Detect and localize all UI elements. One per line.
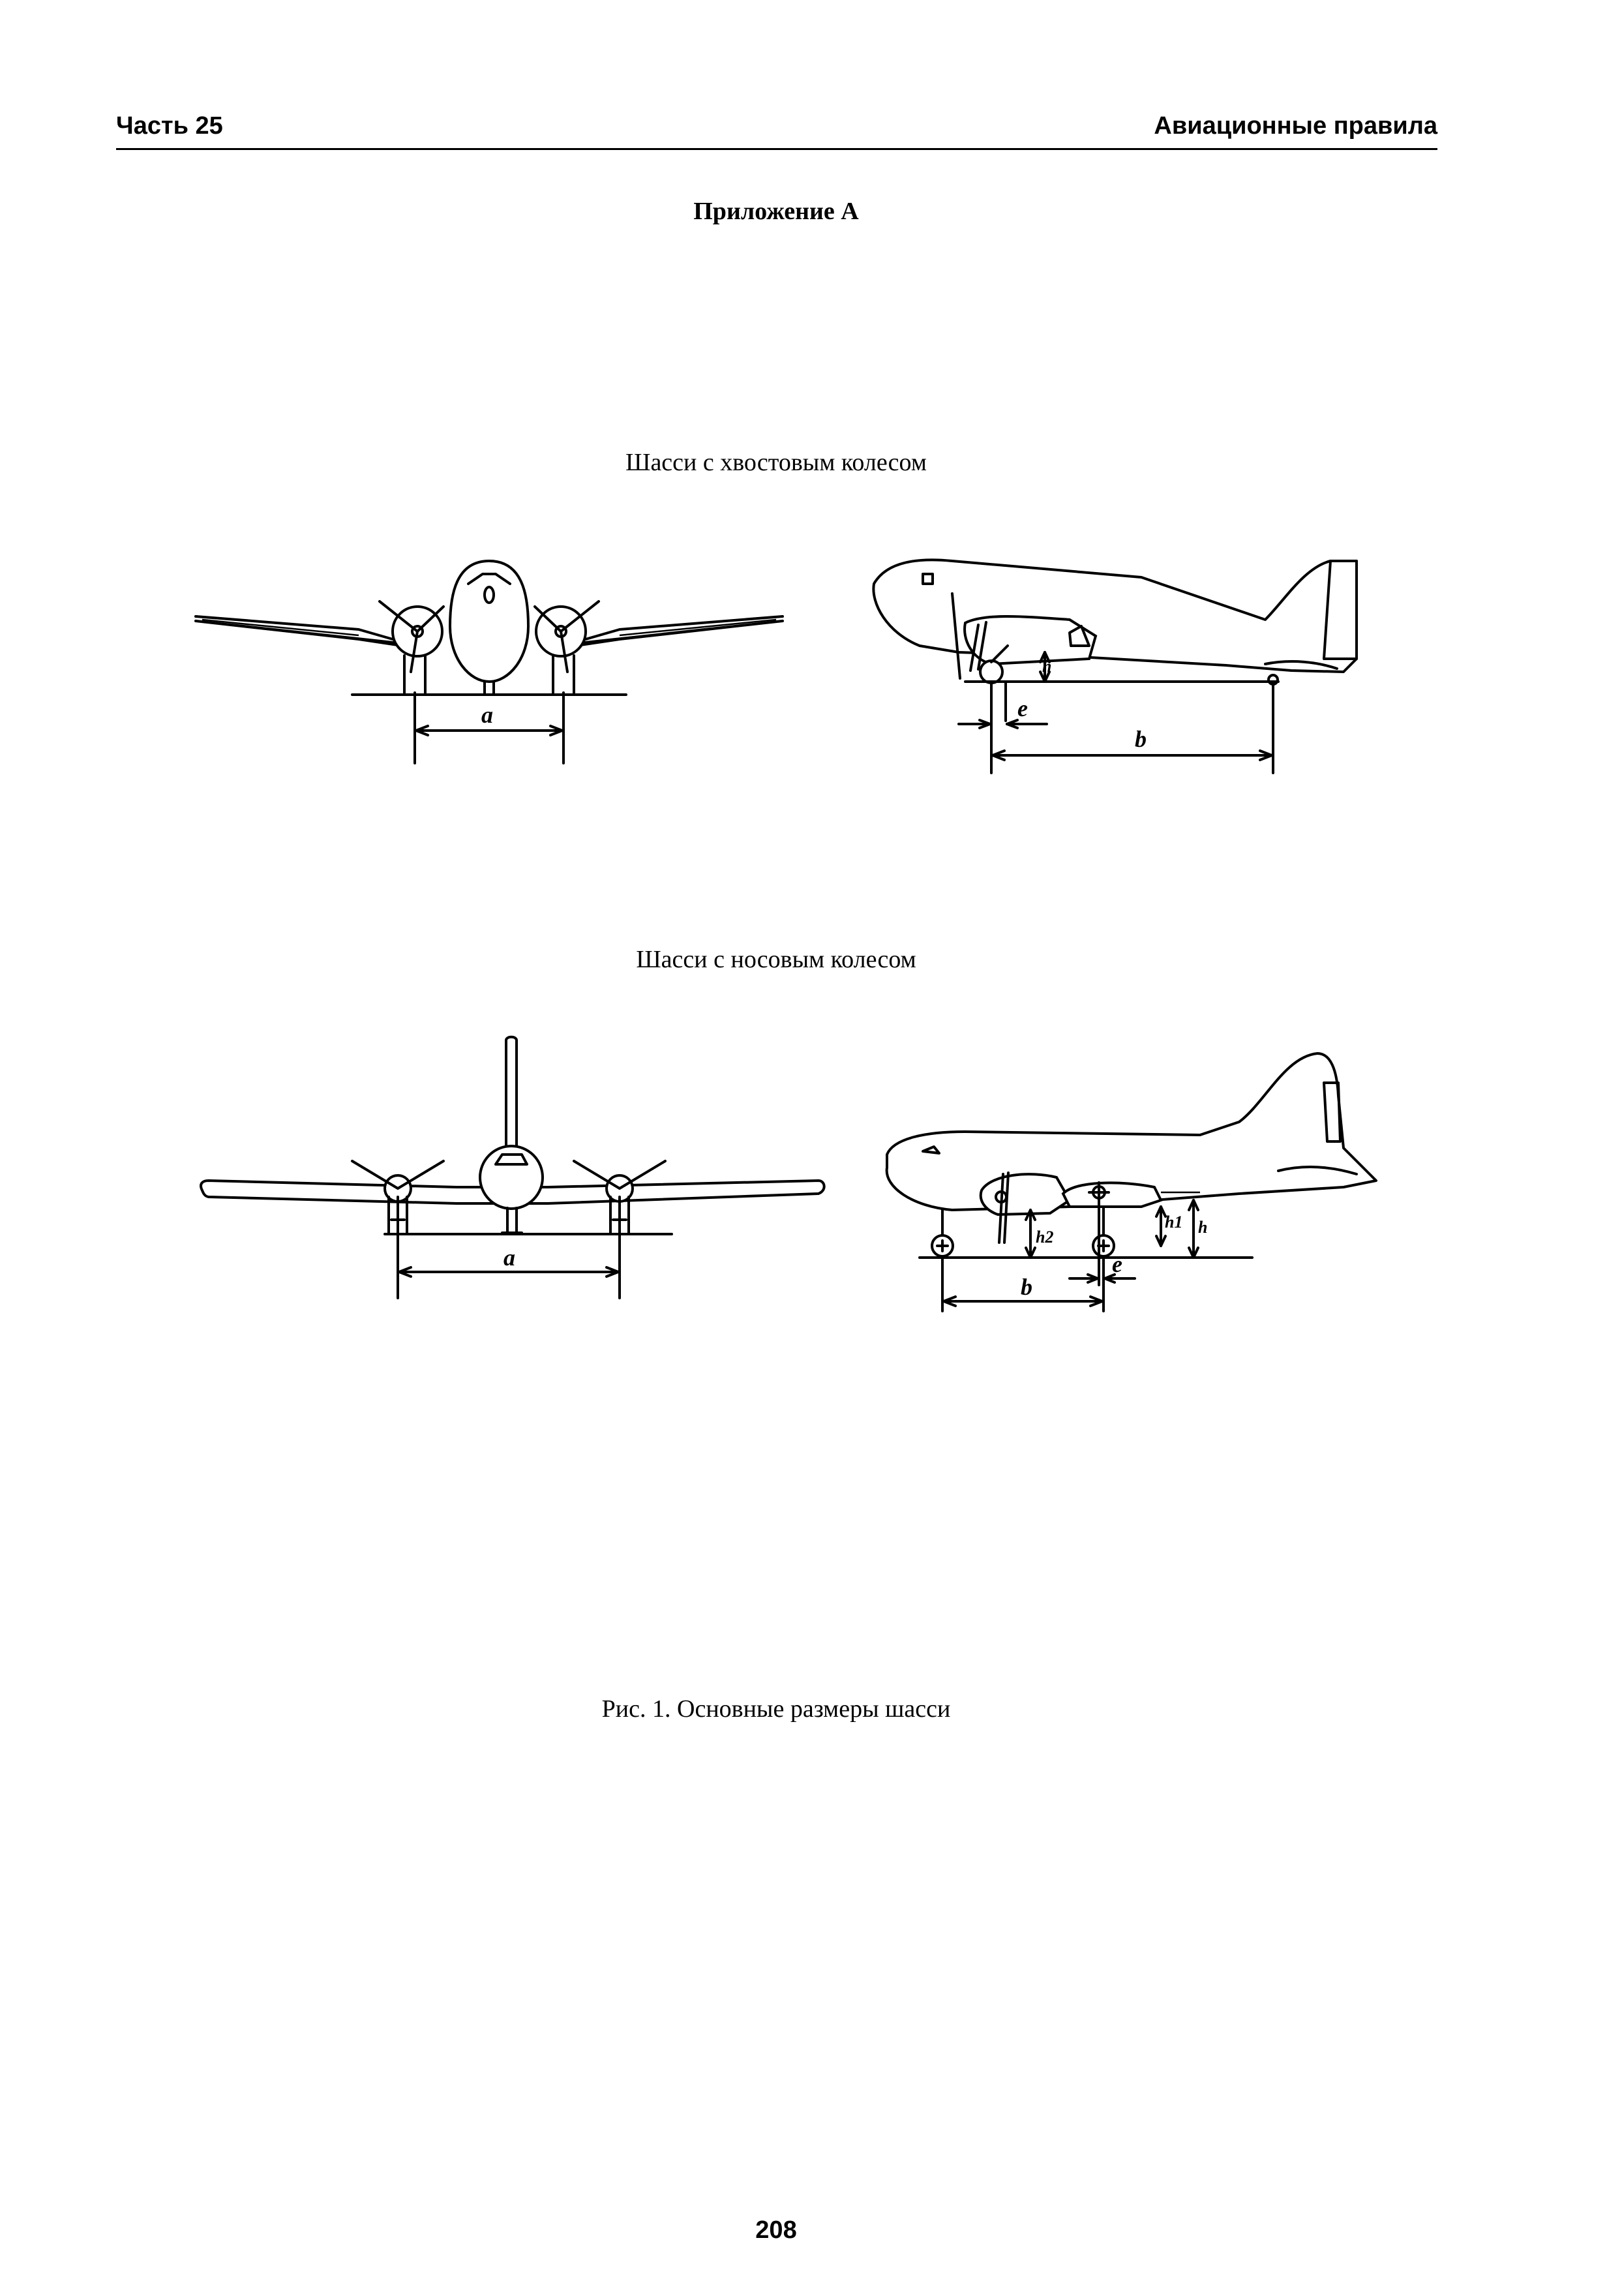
tailwheel-front-fuselage xyxy=(448,559,530,696)
tailwheel-side-fuselage xyxy=(872,558,1358,673)
dim-label-e: e xyxy=(1017,695,1028,721)
header-title: Авиационные правила xyxy=(1154,112,1437,140)
tailwheel-front-engine-left xyxy=(378,600,445,694)
dim-label-h: h xyxy=(1042,657,1051,676)
page-number: 208 xyxy=(755,2216,797,2244)
section-heading-tailwheel: Шасси с хвостовым колесом xyxy=(625,449,927,476)
nosewheel-side-dimension-heights: h h1 h2 xyxy=(1025,1191,1207,1259)
nosewheel-side-dimension-b-e: b e xyxy=(941,1192,1136,1312)
tailwheel-front-view: a xyxy=(194,559,784,764)
dim-label-a2: a xyxy=(503,1245,515,1271)
dim-label-b: b xyxy=(1135,726,1147,752)
nosewheel-front-view: a xyxy=(200,1035,826,1299)
figure-caption: Рис. 1. Основные размеры шасси xyxy=(601,1695,951,1723)
nosewheel-side-fuselage xyxy=(885,1052,1377,1211)
header-part: Часть 25 xyxy=(116,112,223,140)
nosewheel-front-engine-right xyxy=(573,1160,667,1234)
dim-label-h1: h1 xyxy=(1165,1213,1182,1231)
tailwheel-side-dimension-e-b: e b xyxy=(957,680,1274,774)
dim-label-a: a xyxy=(481,702,493,728)
tailwheel-front-engine-right xyxy=(533,600,600,694)
nosewheel-front-wings xyxy=(200,1179,826,1205)
tailwheel-side-dimension-h: h xyxy=(1039,651,1051,683)
dim-label-h-nose: h xyxy=(1198,1218,1207,1237)
nosewheel-front-dimension-a: a xyxy=(397,1196,621,1299)
appendix-title: Приложение А xyxy=(693,198,859,225)
dim-label-e2: e xyxy=(1112,1251,1122,1277)
tailwheel-front-dimension-a: a xyxy=(413,691,565,764)
tailwheel-side-engine xyxy=(951,592,1098,680)
dim-label-b2: b xyxy=(1021,1274,1032,1300)
header-rule xyxy=(116,148,1437,150)
nosewheel-side-view: h h1 h2 b e xyxy=(885,1052,1377,1312)
tailwheel-side-view: h e b xyxy=(872,558,1358,774)
nosewheel-side-engine xyxy=(979,1171,1163,1244)
section-heading-nosewheel: Шасси с носовым колесом xyxy=(636,946,916,973)
dim-label-h2: h2 xyxy=(1036,1228,1053,1246)
nosewheel-front-fin xyxy=(505,1035,518,1156)
nosewheel-front-fuselage xyxy=(479,1145,544,1234)
